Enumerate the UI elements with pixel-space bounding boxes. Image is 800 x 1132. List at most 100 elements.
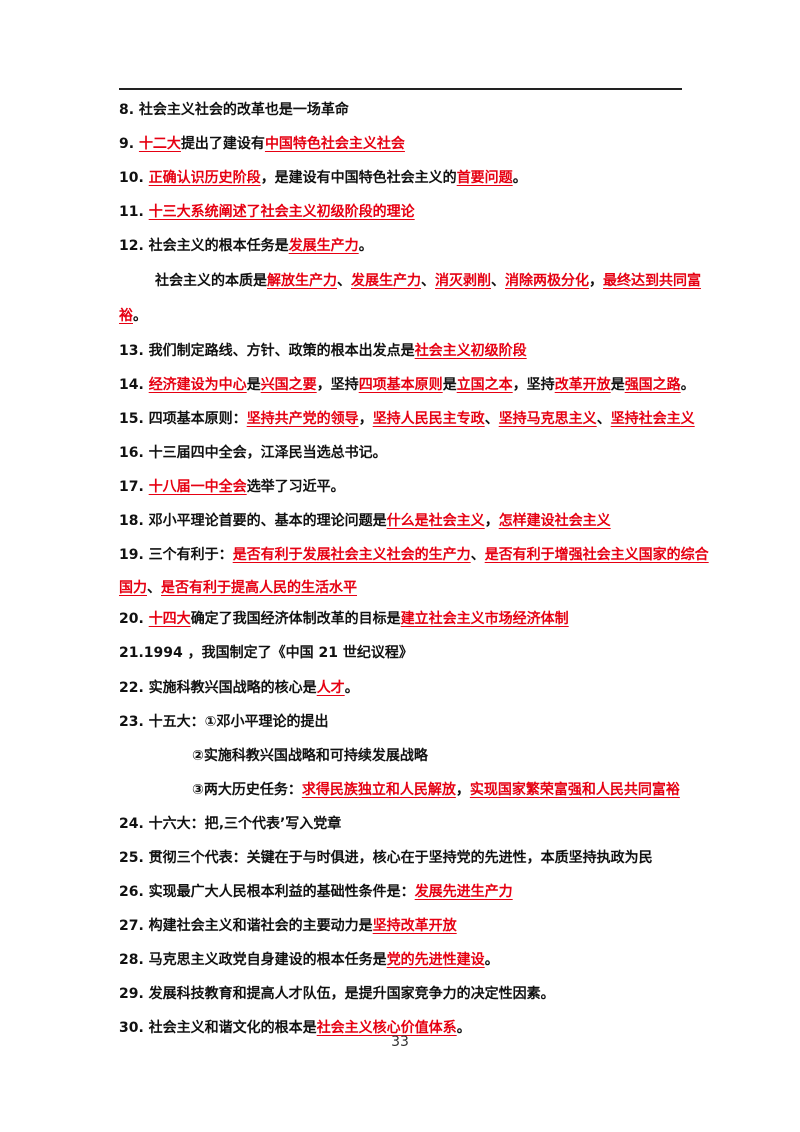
highlighted-term: 十三大系统阐述了社会主义初级阶段的理论 bbox=[148, 204, 415, 220]
text-segment: ，是建设有中国特色社会主义的 bbox=[260, 170, 457, 186]
text-segment: 16. 十三届四中全会，江泽民当选总书记。 bbox=[119, 445, 387, 461]
text-segment: 21.1994 ，我国制定了《中国 21 世纪议程》 bbox=[119, 645, 413, 661]
highlighted-term: 改革开放 bbox=[554, 377, 611, 393]
highlighted-term: 首要问题 bbox=[456, 170, 513, 186]
text-segment: 14. bbox=[119, 377, 149, 393]
highlighted-term: 社会主义初级阶段 bbox=[414, 343, 527, 359]
text-line: 30. 社会主义和谐文化的根本是社会主义核心价值体系。 bbox=[119, 1018, 471, 1038]
highlighted-term: 坚持社会主义 bbox=[610, 411, 695, 427]
highlighted-term: 经济建设为中心 bbox=[148, 377, 247, 393]
text-segment: 、 bbox=[470, 547, 485, 563]
text-line: 19. 三个有利于：是否有利于发展社会主义社会的生产力、是否有利于增强社会主义国… bbox=[119, 545, 709, 565]
text-line: 28. 马克思主义政党自身建设的根本任务是党的先进性建设。 bbox=[119, 950, 499, 970]
highlighted-term: 国力 bbox=[119, 580, 147, 596]
text-segment: 13. 我们制定路线、方针、政策的根本出发点是 bbox=[119, 343, 415, 359]
highlighted-term: 十四大 bbox=[148, 611, 191, 627]
text-segment: 22. 实施科教兴国战略的核心是 bbox=[119, 680, 317, 696]
text-segment: 、 bbox=[491, 273, 505, 289]
highlighted-term: 消除两极分化 bbox=[505, 273, 589, 289]
text-segment: 。 bbox=[344, 680, 359, 696]
highlighted-term: 兴国之要 bbox=[260, 377, 317, 393]
page-number: 33 bbox=[391, 1034, 409, 1050]
text-segment: 。 bbox=[358, 238, 373, 254]
text-segment: 27. 构建社会主义和谐社会的主要动力是 bbox=[119, 918, 373, 934]
highlighted-term: 怎样建设社会主义 bbox=[498, 513, 611, 529]
text-line: 社会主义的本质是解放生产力、发展生产力、消灭剥削、消除两极分化，最终达到共同富 bbox=[119, 271, 701, 291]
text-line: 8. 社会主义社会的改革也是一场革命 bbox=[119, 100, 349, 120]
text-line: 17. 十八届一中全会选举了习近平。 bbox=[119, 477, 345, 497]
text-line: 20. 十四大确定了我国经济体制改革的目标是建立社会主义市场经济体制 bbox=[119, 609, 569, 629]
highlighted-term: 四项基本原则 bbox=[358, 377, 443, 393]
highlighted-term: 人才 bbox=[316, 680, 345, 696]
text-segment: 20. bbox=[119, 611, 149, 627]
text-segment: 选举了习近平。 bbox=[246, 479, 345, 495]
highlighted-term: 正确认识历史阶段 bbox=[148, 170, 261, 186]
text-segment: 25. 贯彻三个代表：关键在于与时俱进，核心在于坚持党的先进性，本质坚持执政为民 bbox=[119, 850, 653, 866]
text-line: 国力、是否有利于提高人民的生活水平 bbox=[119, 578, 357, 598]
text-line: 14. 经济建设为中心是兴国之要，坚持四项基本原则是立国之本，坚持改革开放是强国… bbox=[119, 375, 695, 395]
text-segment: 、 bbox=[421, 273, 435, 289]
highlighted-term: 十二大 bbox=[138, 136, 181, 152]
highlighted-term: 解放生产力 bbox=[267, 273, 337, 289]
text-segment: 23. 十五大：①邓小平理论的提出 bbox=[119, 714, 329, 730]
text-segment: 26. 实现最广大人民根本利益的基础性条件是： bbox=[119, 884, 415, 900]
highlighted-term: 建立社会主义市场经济体制 bbox=[400, 611, 569, 627]
text-segment: 12. 社会主义的根本任务是 bbox=[119, 238, 289, 254]
text-segment: 、 bbox=[337, 273, 351, 289]
highlighted-term: 坚持人民民主专政 bbox=[372, 411, 485, 427]
header-rule bbox=[119, 88, 682, 90]
text-line: 15. 四项基本原则：坚持共产党的领导，坚持人民民主专政、坚持马克思主义、坚持社… bbox=[119, 409, 695, 429]
text-line: 27. 构建社会主义和谐社会的主要动力是坚持改革开放 bbox=[119, 916, 457, 936]
highlighted-term: 强国之路 bbox=[624, 377, 681, 393]
text-segment: 17. bbox=[119, 479, 149, 495]
text-segment: 、 bbox=[484, 411, 499, 427]
text-segment: 30. 社会主义和谐文化的根本是 bbox=[119, 1020, 317, 1036]
text-segment: 15. 四项基本原则： bbox=[119, 411, 247, 427]
highlighted-term: 是否有利于提高人民的生活水平 bbox=[161, 580, 357, 596]
highlighted-term: 裕 bbox=[119, 308, 133, 324]
text-segment: 11. bbox=[119, 204, 149, 220]
text-segment: ， bbox=[455, 782, 470, 798]
highlighted-term: 消灭剥削 bbox=[435, 273, 491, 289]
highlighted-term: 坚持共产党的领导 bbox=[246, 411, 359, 427]
text-segment: ， bbox=[484, 513, 499, 529]
text-segment: 。 bbox=[680, 377, 695, 393]
text-segment: 10. bbox=[119, 170, 149, 186]
highlighted-term: 坚持马克思主义 bbox=[498, 411, 597, 427]
text-line: ③两大历史任务：求得民族独立和人民解放，实现国家繁荣富强和人民共同富裕 bbox=[119, 780, 680, 800]
text-line: 23. 十五大：①邓小平理论的提出 bbox=[119, 712, 329, 732]
text-line: 22. 实施科教兴国战略的核心是人才。 bbox=[119, 678, 359, 698]
text-segment: 18. 邓小平理论首要的、基本的理论问题是 bbox=[119, 513, 387, 529]
text-segment: 8. 社会主义社会的改革也是一场革命 bbox=[119, 102, 349, 118]
text-line: ②实施科教兴国战略和可持续发展战略 bbox=[119, 746, 428, 766]
text-segment: ， bbox=[358, 411, 373, 427]
text-line: 21.1994 ，我国制定了《中国 21 世纪议程》 bbox=[119, 643, 413, 663]
text-line: 25. 贯彻三个代表：关键在于与时俱进，核心在于坚持党的先进性，本质坚持执政为民 bbox=[119, 848, 653, 868]
text-segment: 、 bbox=[596, 411, 611, 427]
text-segment: ③两大历史任务： bbox=[192, 782, 302, 798]
text-segment: ， bbox=[589, 273, 603, 289]
text-segment: 29. 发展科技教育和提高人才队伍，是提升国家竞争力的决定性因素。 bbox=[119, 986, 555, 1002]
text-line: 11. 十三大系统阐述了社会主义初级阶段的理论 bbox=[119, 202, 415, 222]
text-segment: 社会主义的本质是 bbox=[155, 273, 267, 289]
highlighted-term: 最终达到共同富 bbox=[603, 273, 701, 289]
highlighted-term: 发展生产力 bbox=[351, 273, 421, 289]
highlighted-term: 立国之本 bbox=[456, 377, 513, 393]
highlighted-term: 中国特色社会主义社会 bbox=[264, 136, 405, 152]
highlighted-term: 实现国家繁荣富强和人民共同富裕 bbox=[469, 782, 680, 798]
text-segment: 19. 三个有利于： bbox=[119, 547, 233, 563]
text-segment: 提出了建设有 bbox=[180, 136, 265, 152]
text-segment: ，坚持 bbox=[512, 377, 555, 393]
text-segment: 、 bbox=[147, 580, 161, 596]
highlighted-term: 是否有利于增强社会主义国家的综合 bbox=[484, 547, 709, 563]
text-segment: 。 bbox=[484, 952, 499, 968]
highlighted-term: 发展先进生产力 bbox=[414, 884, 513, 900]
text-line: 16. 十三届四中全会，江泽民当选总书记。 bbox=[119, 443, 387, 463]
text-line: 18. 邓小平理论首要的、基本的理论问题是什么是社会主义，怎样建设社会主义 bbox=[119, 511, 611, 531]
text-segment: 是 bbox=[442, 377, 457, 393]
text-line: 裕。 bbox=[119, 306, 147, 326]
text-segment: 是 bbox=[246, 377, 261, 393]
text-segment: ，坚持 bbox=[316, 377, 359, 393]
text-segment: ②实施科教兴国战略和可持续发展战略 bbox=[192, 748, 428, 764]
text-segment: 24. 十六大：把‚三个代表’写入党章 bbox=[119, 816, 342, 832]
